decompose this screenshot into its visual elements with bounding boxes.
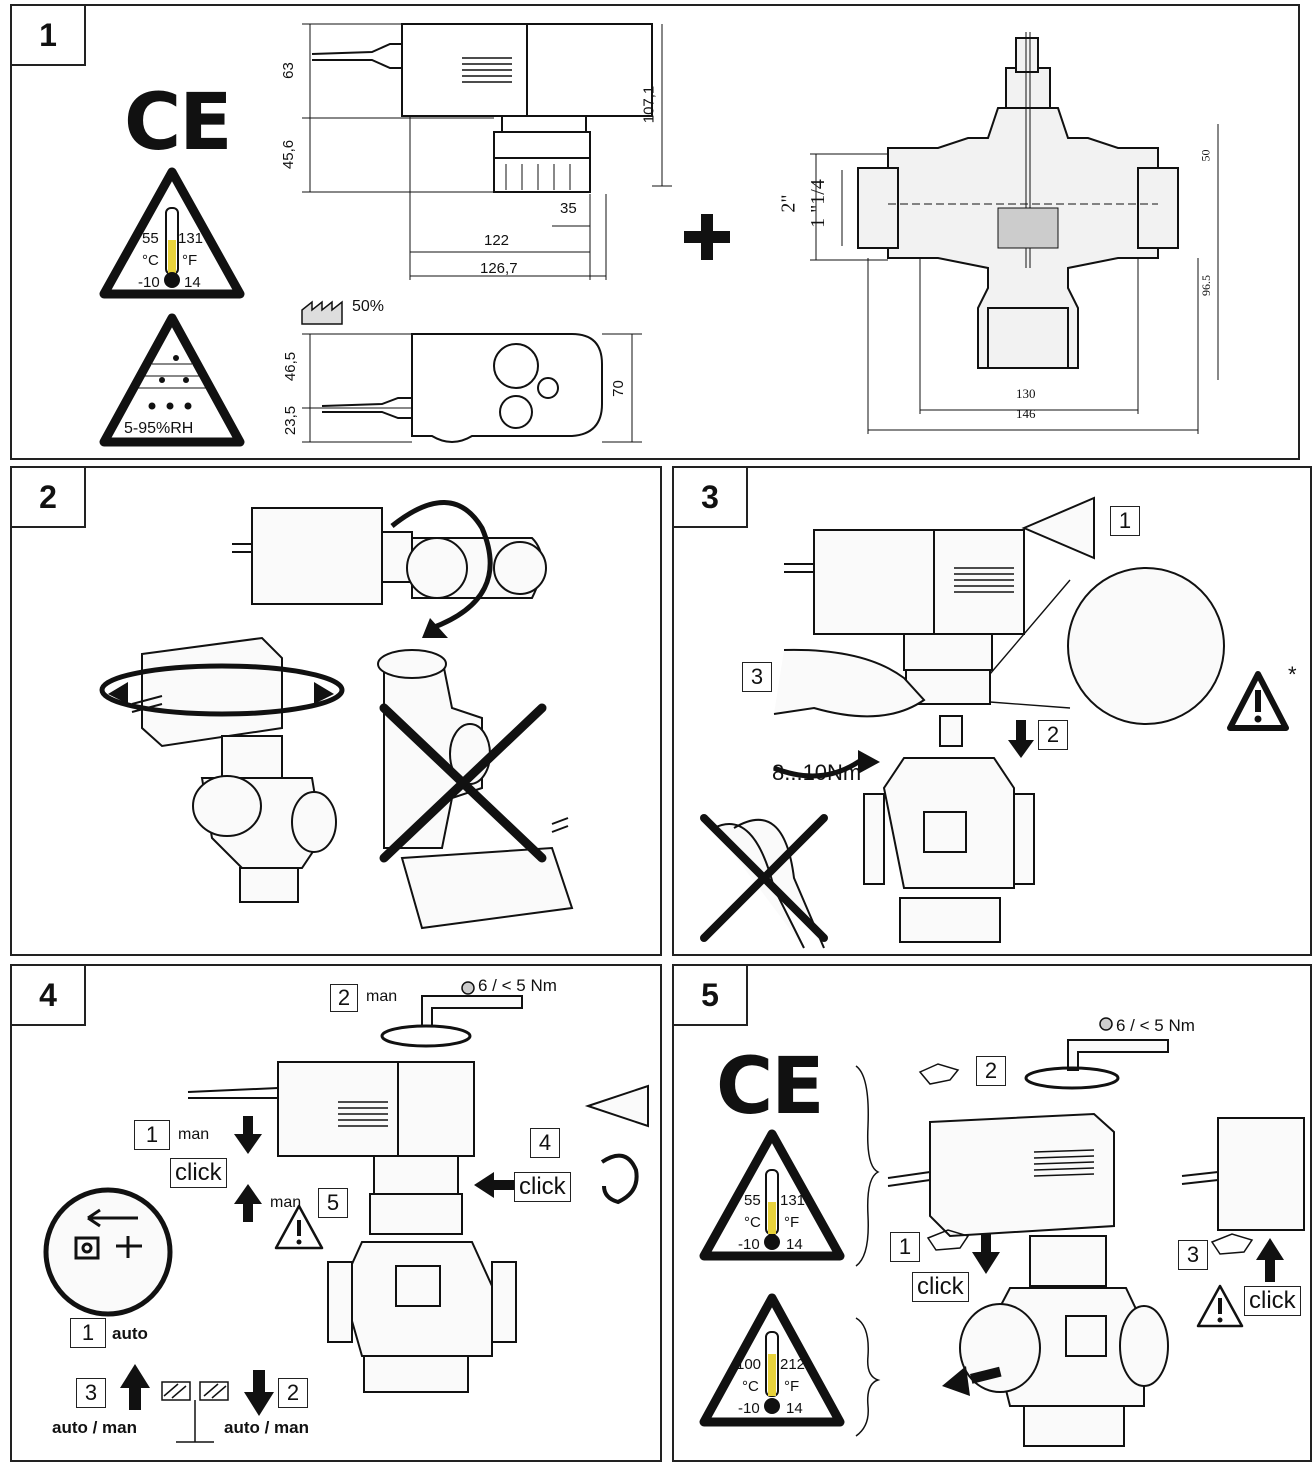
temp-f-min: 14 xyxy=(786,1236,803,1253)
step-1-box: 1 xyxy=(1110,506,1140,536)
temp2-f-min: 14 xyxy=(786,1400,803,1417)
dim-35: 35 xyxy=(560,200,577,217)
panel-number: 3 xyxy=(674,468,748,528)
step-2b-box: 2 xyxy=(278,1378,308,1408)
temp2-f-max: 212 xyxy=(780,1356,806,1373)
click-label-1: click xyxy=(170,1158,227,1188)
duty-cycle-label: 50% xyxy=(352,298,385,315)
ce-mark: CE xyxy=(716,1042,825,1132)
temp-c-max: 55 xyxy=(142,230,159,247)
dim-122: 122 xyxy=(484,232,510,249)
temp-c-min: -10 xyxy=(738,1236,760,1253)
temp-f-min: 14 xyxy=(184,274,201,291)
dim-96-5: 96.5 xyxy=(1199,275,1213,296)
temp-c-unit: °C xyxy=(142,252,159,269)
temp-f-unit: °F xyxy=(182,252,198,269)
panel-specifications: 1 CE 55 131 °C °F -10 14 5-95%RH xyxy=(10,4,1300,460)
temp2-f-unit: °F xyxy=(784,1378,800,1395)
click-label-2: click xyxy=(1244,1286,1301,1316)
step-3-box: 3 xyxy=(1178,1240,1208,1270)
click-label-2: click xyxy=(514,1172,571,1202)
dim-146: 146 xyxy=(1016,406,1036,421)
valve-cross-section-drawing xyxy=(810,32,1219,434)
plus-icon xyxy=(684,214,730,260)
auto-step-box: 1 xyxy=(70,1318,106,1348)
dim-70: 70 xyxy=(609,380,627,397)
panel-number: 4 xyxy=(12,966,86,1026)
panel-mounting-orientation: 2 xyxy=(10,466,662,956)
svg-text:*: * xyxy=(1288,662,1297,687)
ce-mark: CE xyxy=(124,78,233,168)
temp-f-unit: °F xyxy=(784,1214,800,1231)
temp-c-min: -10 xyxy=(138,274,160,291)
actuator-top-drawing xyxy=(302,333,642,443)
hex-key-label: 6 / < 5 Nm xyxy=(1116,1016,1195,1035)
man-label-5: man xyxy=(270,1194,302,1211)
duty-cycle-icon xyxy=(301,300,343,325)
step-1-box: 1 xyxy=(134,1120,170,1150)
man-label-1: man xyxy=(178,1126,210,1143)
step-2-box: 2 xyxy=(1038,720,1068,750)
step-2-box: 2 xyxy=(330,984,358,1012)
dim-126-7: 126,7 xyxy=(480,260,518,277)
click-label-1: click xyxy=(912,1272,969,1302)
temp2-c-unit: °C xyxy=(742,1378,759,1395)
dim-63: 63 xyxy=(279,62,297,79)
auto-label: auto xyxy=(112,1324,148,1343)
temperature-range-icon xyxy=(99,167,245,299)
panel-number: 5 xyxy=(674,966,748,1026)
manual-mode-drawing xyxy=(43,981,649,1443)
temp-c-max: 55 xyxy=(744,1192,761,1209)
auto-man-label-right: auto / man xyxy=(224,1418,310,1437)
panel-number: 2 xyxy=(12,468,86,528)
attach-drawing: * xyxy=(700,496,1297,949)
dim-107-1: 107,1 xyxy=(640,85,658,124)
actuator-side-drawing xyxy=(302,23,672,280)
step-3-box: 3 xyxy=(742,662,772,692)
dim-pipe-1-1-4: 1 "1/4 xyxy=(806,179,829,228)
temp2-c-min: -10 xyxy=(738,1400,760,1417)
step-4-box: 4 xyxy=(530,1128,560,1158)
panel5-drawing xyxy=(699,1017,1305,1447)
auto-man-label-left: auto / man xyxy=(52,1418,138,1437)
humidity-label: 5-95%RH xyxy=(124,420,194,437)
hex-key-label: 6 / < 5 Nm xyxy=(478,976,557,995)
orientation-drawing xyxy=(99,500,574,930)
temp2-c-max: 100 xyxy=(736,1356,762,1373)
panel-manual-mode: 4 xyxy=(10,964,662,1462)
man-label-top: man xyxy=(366,988,398,1005)
step-1-box: 1 xyxy=(890,1232,920,1262)
dim-45-6: 45,6 xyxy=(280,139,298,170)
step-2-box: 2 xyxy=(976,1056,1006,1086)
temp-f-max: 131 xyxy=(178,230,204,247)
step-3-box: 3 xyxy=(76,1378,106,1408)
dim-pipe-2: 2" xyxy=(777,194,800,213)
step-5-box: 5 xyxy=(318,1188,348,1218)
panel-number: 1 xyxy=(12,6,86,66)
panel-remove-actuator: 5 CE xyxy=(672,964,1312,1462)
torque-label: 8...10Nm xyxy=(772,760,862,785)
dim-130: 130 xyxy=(1016,386,1036,401)
panel-attach-actuator: 3 xyxy=(672,466,1312,956)
temp-c-unit: °C xyxy=(744,1214,761,1231)
temp-f-max: 131 xyxy=(780,1192,806,1209)
humidity-range-icon xyxy=(99,313,245,447)
dim-23-5: 23,5 xyxy=(282,405,300,436)
dim-46-5: 46,5 xyxy=(282,351,300,382)
dim-50: 50 xyxy=(1198,149,1213,162)
